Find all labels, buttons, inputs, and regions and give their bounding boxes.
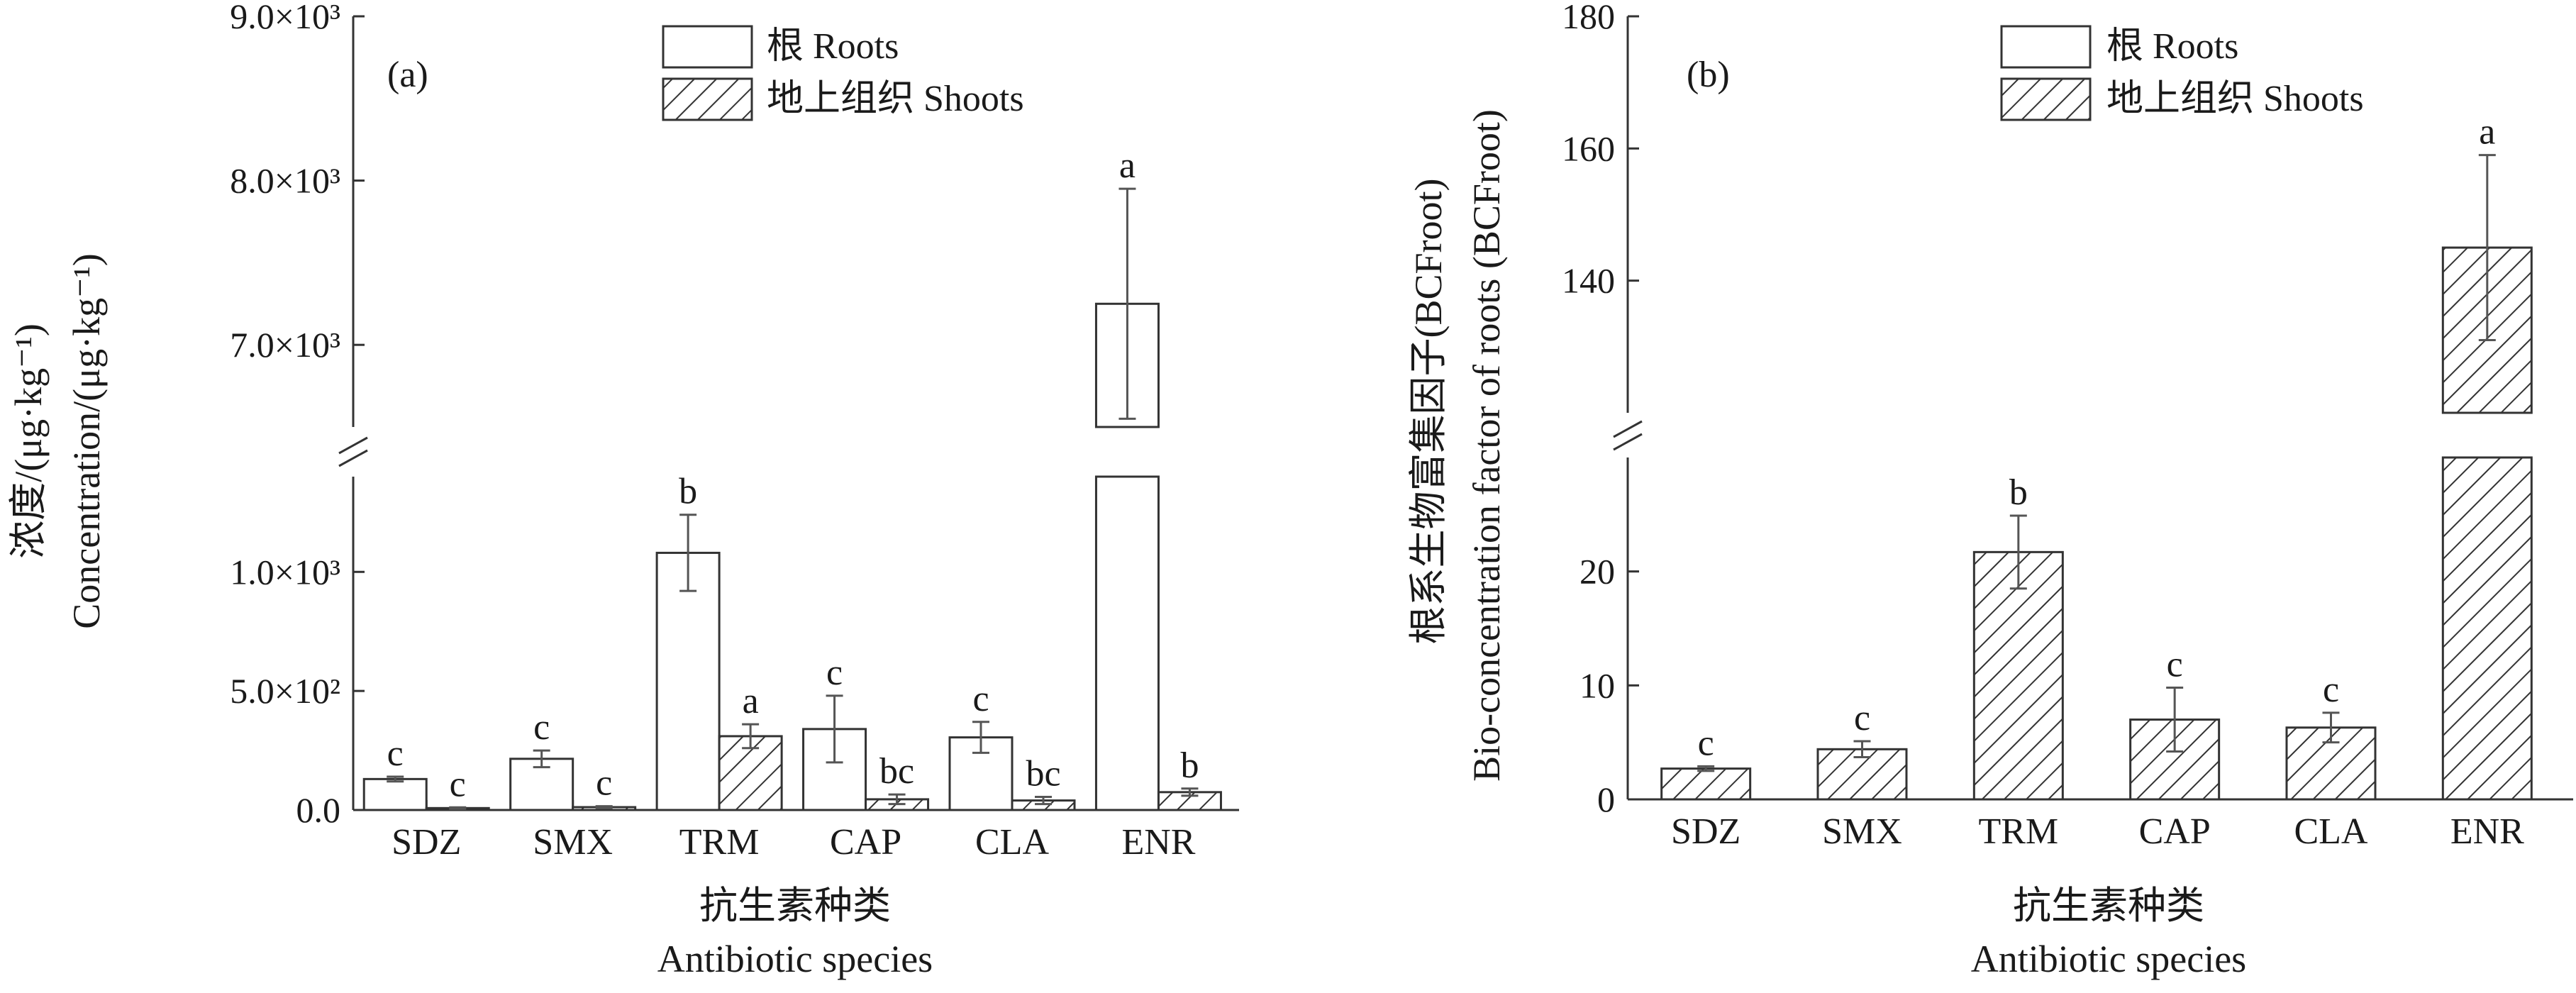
panel-a-y-tick-label: 7.0×10³	[230, 325, 340, 365]
panel-b-y-axis-title-en: Bio-concentration factor of roots (BCFro…	[1465, 109, 1508, 782]
panel-a-y-axis-title: 浓度/(μg·kg⁻¹) Concentration/(μg·kg⁻¹)	[7, 253, 108, 629]
panel-b-y-tick-label: 140	[1562, 261, 1615, 301]
panel-b-significance-letter: c	[2323, 670, 2339, 710]
panel-b-y-tick-label: 10	[1580, 665, 1615, 705]
panel-a-significance-letter: bc	[879, 751, 914, 792]
panel-a-x-tick-label: TRM	[679, 822, 760, 862]
panel-b-x-axis-title-cn: 抗生素种类	[2013, 884, 2204, 927]
panel-a-significance-letter: c	[972, 679, 989, 719]
panel-b-axis-break-mark	[1613, 420, 1643, 438]
panel-a-significance-letter: bc	[1026, 754, 1060, 794]
panel-b-significance-letter: c	[1698, 723, 1714, 763]
panel-b-bar-break-gap	[2441, 414, 2533, 456]
panel-a-plot-area: 0.0 5.0×10² 1.0×10³ 7.0×10³ 8.0×10³ 9.0×10³ SD…	[230, 0, 1239, 862]
panel-b-y-axis-title: 根系生物富集因子(BCFroot) Bio-concentration fact…	[1407, 109, 1508, 782]
panel-b-axis-break-mark	[1613, 433, 1643, 451]
panel-a-significance-letter: b	[1180, 745, 1199, 786]
panel-a-x-axis-title-en: Antibiotic species	[657, 938, 933, 980]
panel-b-y-tick-label: 160	[1562, 128, 1615, 168]
panel-b-bar-sdz	[1660, 767, 1752, 801]
panel-a-legend-roots-swatch	[662, 25, 753, 69]
panel-a-significance-letter: c	[387, 733, 404, 774]
panel-b-bar-trm	[1972, 550, 2064, 801]
panel-a-y-tick-label: 8.0×10³	[230, 161, 340, 201]
panel-b-label: (b)	[1687, 55, 1730, 95]
panel-b-legend: 根 Roots 地上组织 Shoots	[2000, 25, 2364, 121]
panel-b: (b) 根 Roots 地上组织 Shoots 根系生物富集因子(BCFroot…	[1407, 0, 2573, 980]
panel-b-y-tick-label: 0	[1597, 780, 1615, 819]
panel-a-label: (a)	[387, 55, 428, 95]
panel-b-y-tick-label: 20	[1580, 552, 1615, 592]
panel-b-bar-enr	[2441, 456, 2533, 801]
panel-b-x-tick-label: TRM	[1978, 811, 2058, 852]
panel-b-x-tick-label: SDZ	[1671, 811, 1741, 852]
panel-b-significance-letter: c	[2167, 645, 2183, 685]
panel-a-significance-letter: c	[450, 764, 466, 804]
panel-a-significance-letter: a	[1119, 145, 1136, 186]
panel-b-x-axis-title-en: Antibiotic species	[1971, 938, 2246, 980]
panel-a-x-tick-label: ENR	[1121, 822, 1195, 862]
panel-a-significance-letter: c	[826, 653, 843, 693]
panel-b-x-tick-label: ENR	[2450, 811, 2524, 852]
panel-a-legend-shoots-label: 地上组织 Shoots	[767, 79, 1024, 119]
panel-b-legend-roots-label: 根 Roots	[2106, 26, 2238, 67]
panel-b-x-tick-label: SMX	[1822, 811, 1902, 852]
panel-b-significance-letter: c	[1854, 698, 1870, 738]
panel-a-y-tick-label: 9.0×10³	[230, 0, 340, 36]
panel-a-x-tick-label: SDZ	[392, 822, 461, 862]
panel-a-bar-enr	[1094, 475, 1160, 811]
panel-b-significance-letter: a	[2479, 112, 2495, 152]
panel-b-legend-shoots-swatch	[2000, 77, 2092, 121]
panel-b-significance-letter: b	[2009, 472, 2028, 513]
panel-a-x-tick-label: SMX	[533, 822, 613, 862]
panel-a-axis-break-mark	[338, 449, 368, 467]
panel-a-significance-letter: a	[743, 681, 759, 721]
panel-b-legend-roots-swatch	[2000, 25, 2092, 69]
panel-b-legend-shoots-label: 地上组织 Shoots	[2106, 79, 2364, 119]
panel-a-x-tick-label: CLA	[975, 822, 1049, 862]
panel-a-significance-letter: c	[596, 763, 612, 804]
panel-a-x-tick-label: CAP	[830, 822, 901, 862]
panel-a-y-axis-title-cn: 浓度/(μg·kg⁻¹)	[7, 323, 50, 559]
panel-a-y-tick-label: 5.0×10²	[230, 671, 340, 711]
panel-a-y-axis-title-en: Concentration/(μg·kg⁻¹)	[65, 253, 108, 629]
panel-a-x-axis-title-cn: 抗生素种类	[699, 884, 891, 927]
panel-b-y-axis-title-cn: 根系生物富集因子(BCFroot)	[1407, 178, 1450, 644]
panel-b-x-tick-label: CLA	[2294, 811, 2367, 852]
panel-a-y-tick-label: 0.0	[296, 790, 341, 830]
panel-b-y-tick-label: 180	[1562, 0, 1615, 36]
panel-a-bar-sdz	[362, 777, 428, 811]
panel-a-bar-smx	[509, 758, 574, 811]
panel-a-bar-trm	[655, 551, 721, 811]
panel-a-legend-roots-label: 根 Roots	[767, 26, 899, 67]
panel-a-significance-letter: b	[679, 472, 697, 512]
panel-a-legend: 根 Roots 地上组织 Shoots	[662, 25, 1024, 121]
panel-a-bar-break-gap	[1094, 428, 1160, 475]
panel-a-axis-break-mark	[338, 436, 368, 455]
panel-a-y-tick-label: 1.0×10³	[230, 552, 340, 592]
panel-a-significance-letter: c	[533, 707, 550, 748]
panel-a-legend-shoots-swatch	[662, 77, 753, 121]
panel-a: (a) 根 Roots 地上组织 Shoots 浓度/(μg·kg⁻¹) Con…	[7, 0, 1239, 980]
panel-b-x-tick-label: CAP	[2139, 811, 2211, 852]
